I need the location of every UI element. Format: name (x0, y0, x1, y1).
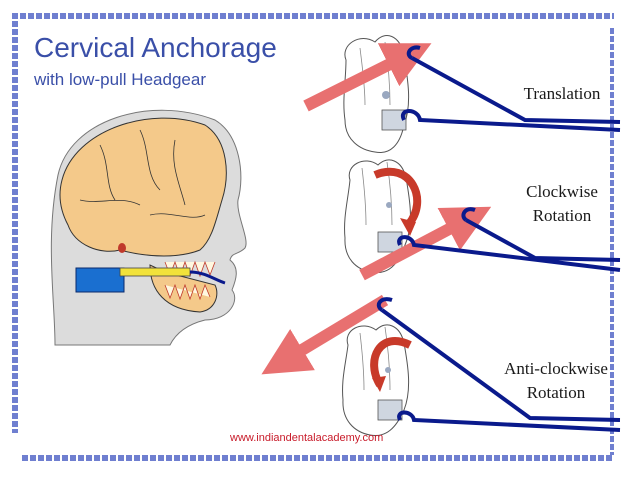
head-profile-illustration (50, 109, 247, 346)
headgear-bar (119, 267, 191, 277)
label-anticlockwise-line2: Rotation (526, 383, 586, 402)
label-anticlockwise-line1: Anti-clockwise (504, 359, 608, 378)
teeth-lower (164, 283, 211, 301)
slide-subtitle: with low-pull Headgear (34, 70, 206, 89)
label-clockwise-line2: Rotation (532, 206, 592, 225)
label-anticlockwise-rotation: Anti-clockwise Rotation (486, 357, 626, 405)
ear-marker (118, 243, 126, 253)
label-translation-text: Translation (523, 84, 601, 103)
skull (59, 117, 227, 257)
label-clockwise-rotation: Clockwise Rotation (500, 180, 624, 228)
right-dotted-border (610, 28, 614, 461)
tooth-translation (303, 35, 621, 154)
headgear-strap-box (75, 267, 125, 293)
tooth-clockwise (344, 159, 621, 281)
bottom-dotted-border (22, 455, 614, 461)
footer-url: www.indiandentalacademy.com (230, 432, 384, 444)
slide-title: Cervical Anchorage (34, 32, 277, 63)
top-dotted-border (12, 13, 614, 19)
tooth-anticlockwise (261, 294, 621, 437)
facebow-wire (189, 270, 226, 285)
label-clockwise-line1: Clockwise (526, 182, 598, 201)
label-translation: Translation (500, 82, 624, 106)
left-dotted-border (12, 13, 18, 433)
skull-sutures (79, 129, 206, 218)
